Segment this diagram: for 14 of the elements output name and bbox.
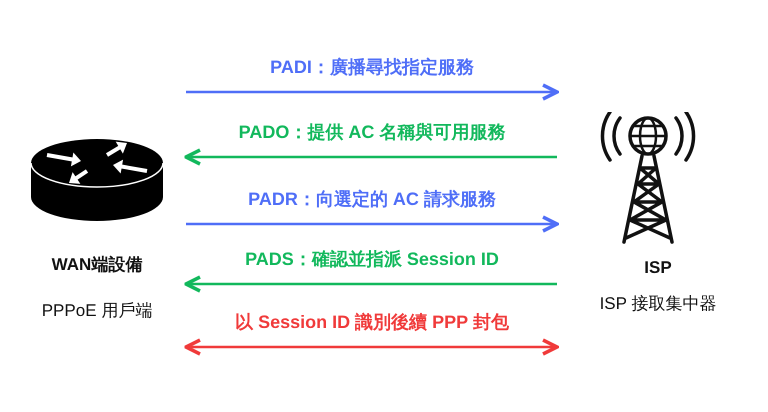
arrow (186, 215, 559, 233)
arrow (186, 83, 559, 101)
edge-label: PADI：廣播尋找指定服務 (270, 56, 474, 79)
node-subtitle: PPPoE 用戶端 (40, 300, 154, 322)
arrow (184, 275, 557, 293)
node-title: ISP (643, 258, 673, 278)
arrow (184, 338, 559, 356)
edge-label: PADR：向選定的 AC 請求服務 (248, 188, 496, 211)
edge-label: PADS：確認並指派 Session ID (245, 248, 499, 271)
edge-label: PADO：提供 AC 名稱與可用服務 (238, 121, 506, 144)
node-title: WAN端設備 (50, 254, 144, 276)
node-subtitle: ISP 接取集中器 (598, 293, 718, 315)
edge-label: 以 Session ID 識別後續 PPP 封包 (235, 311, 509, 334)
arrow (184, 148, 557, 166)
